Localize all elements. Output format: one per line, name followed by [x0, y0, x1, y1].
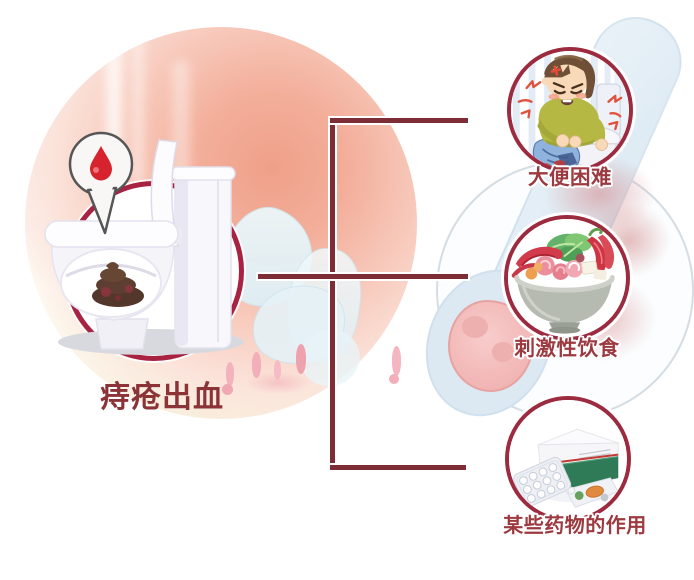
blood-drip [226, 362, 234, 386]
blood-drip [389, 374, 399, 384]
toilet-pedestal [95, 318, 149, 350]
boy-straining-illustration [511, 51, 628, 168]
angry-face [552, 82, 584, 95]
light-streak [132, 34, 144, 184]
shrimp-piece [533, 262, 543, 272]
cause-label-difficult-defecation: 大便困难 [528, 166, 612, 189]
cause-circle-difficult-defecation [507, 47, 633, 173]
toilet-illustration [44, 131, 244, 355]
shrimp-piece [525, 267, 538, 280]
connector-line-top [330, 118, 468, 123]
blood-drip [222, 384, 233, 395]
connector-line-middle [258, 274, 468, 279]
blob-lump [462, 316, 488, 338]
toilet-seat [44, 220, 179, 248]
cause-label-irritating-diet: 刺激性饮食 [514, 337, 620, 360]
toilet-tank [170, 166, 236, 349]
spicy-hotpot-illustration [508, 219, 625, 336]
blood-drip [392, 346, 401, 376]
light-streak [172, 60, 190, 190]
cause-circle-medications [505, 396, 631, 522]
main-title: 痔疮出血 [100, 381, 224, 414]
tofu-piece [581, 260, 598, 275]
blister-pack-icon [513, 456, 572, 507]
strain-marks-icon [517, 80, 623, 131]
straining-boy [532, 54, 608, 168]
pill-tray-icon [564, 477, 619, 508]
blood-drip [252, 352, 261, 378]
connector-line-vertical [330, 118, 335, 469]
cause-circle-irritating-diet [504, 215, 630, 341]
connector-line-bottom [330, 465, 466, 470]
blood-drip [296, 344, 306, 374]
faded-blood-splatter [246, 372, 310, 394]
blood-drip [274, 360, 281, 380]
cause-label-medications: 某些药物的作用 [503, 515, 647, 537]
bloody-stool-icon [92, 262, 144, 307]
speech-bubble [68, 131, 134, 235]
stone-pot [514, 275, 615, 334]
blob-lump [492, 342, 514, 362]
tofu-piece [593, 269, 607, 280]
mushroom-piece [575, 253, 585, 263]
medicine-illustration [509, 400, 626, 517]
anger-vein-icon [550, 65, 562, 76]
